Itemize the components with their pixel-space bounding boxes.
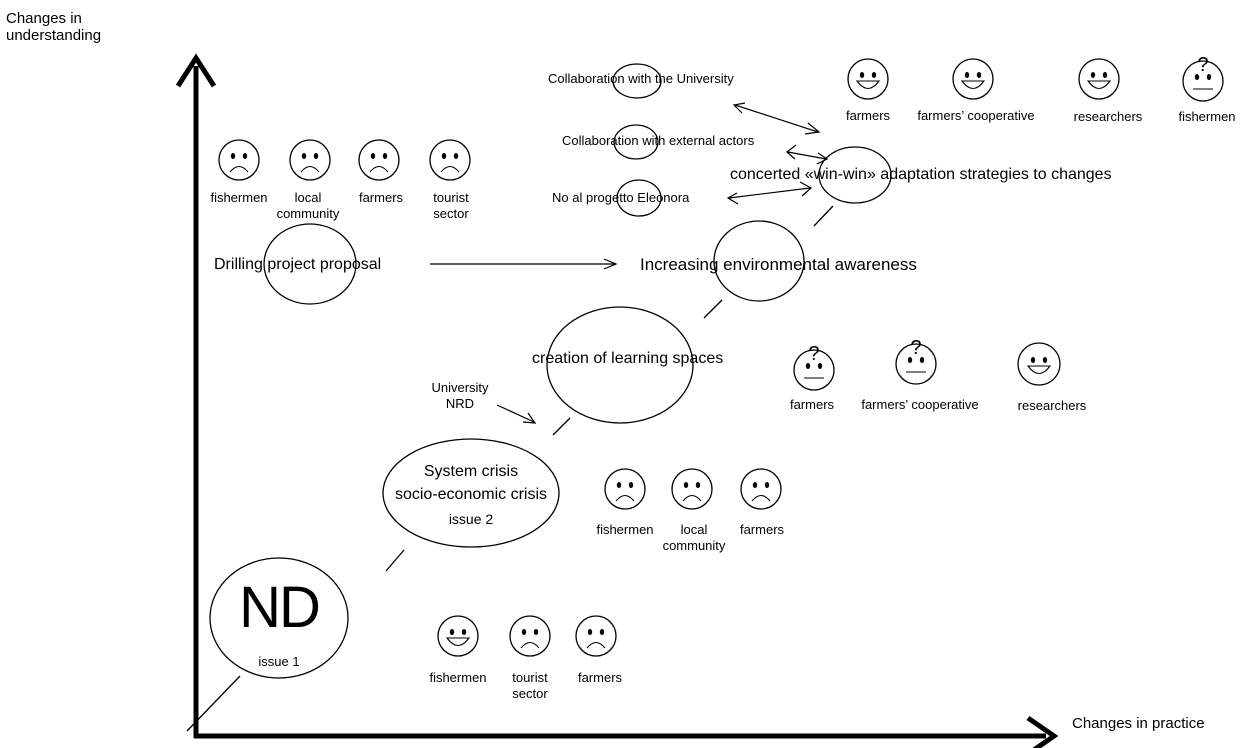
sad-face-icon [429,139,471,181]
uncertain-face-icon: ? [1182,54,1224,102]
no-progetto-label: No al progetto Eleonora [552,190,690,205]
actor-label: farmers’ cooperative [861,397,979,412]
actor-label: researchers [1073,109,1143,124]
concerted-node-ellipse [818,146,892,204]
nd-node-issue: issue 1 [258,654,300,669]
collab-ext-arrow [786,144,829,165]
nrd-arrow [496,404,537,424]
question-mark: ? [1197,54,1208,76]
no-progetto-arrow [726,181,813,205]
y-axis-label: Changes in understanding [6,10,102,45]
nd-node-title: ND [239,575,321,640]
sad-face-icon [604,468,646,510]
question-mark: ? [910,337,921,359]
actor-label: fishermen [210,190,268,205]
sad-face-icon [358,139,400,181]
drilling-node-label: Drilling project proposal [214,256,382,273]
sad-face-icon [740,468,782,510]
sad-face-icon [218,139,260,181]
sad-face-icon [289,139,331,181]
actor-label: farmers [358,190,404,205]
actor-label: farmers’ cooperative [917,108,1035,123]
sad-face-icon [575,615,617,657]
actor-label: farmers [739,522,785,537]
nd-node-ellipse [209,557,349,679]
actor-label: tourist sector [433,190,469,221]
drilling-node-ellipse [263,223,357,305]
crisis-node-line1: System crisis [423,463,519,480]
actor-label: researchers [1017,398,1087,413]
collab-univ-label: Collaboration with the University [548,71,734,86]
y-axis [175,53,217,738]
concerted-node-label: concerted «win-win» adaptation strategie… [730,166,1112,183]
collab-univ-arrow [732,102,821,135]
uncertain-face-icon: ? [895,337,937,385]
drilling-to-awareness-arrow [430,258,618,270]
happy-face-icon [847,58,889,100]
pathway-line [186,205,834,732]
happy-face-icon [1078,58,1120,100]
crisis-node-line2: socio-economic crisis [394,486,548,503]
actor-label: local community [276,190,340,221]
actor-label: fishermen [1178,109,1236,124]
actor-label: farmers [845,108,891,123]
x-axis [194,715,1059,748]
actor-label: fishermen [596,522,654,537]
happy-face-icon [1017,342,1061,386]
sad-face-icon [509,615,551,657]
awareness-node-ellipse [713,220,805,302]
collab-univ-ellipse [612,63,662,99]
university-nrd-label: University NRD [431,380,489,411]
no-progetto-ellipse [616,179,662,217]
actor-label: fishermen [429,670,487,685]
actor-label: farmers [577,670,623,685]
x-axis-label: Changes in practice [1072,715,1205,732]
actor-label: farmers [789,397,835,412]
collab-ext-ellipse [613,124,659,160]
uncertain-face-icon: ? [793,343,835,391]
actor-label: local community [662,522,726,553]
crisis-node-issue: issue 2 [448,511,494,527]
crisis-node-ellipse [382,438,560,548]
question-mark: ? [808,343,819,365]
awareness-node-label: Increasing environmental awareness [640,255,917,274]
happy-face-icon [952,58,994,100]
happy-face-icon [437,615,479,657]
sad-face-icon [671,468,713,510]
collab-ext-label: Collaboration with external actors [562,133,755,148]
learning-node-label: creation of learning spaces [532,350,724,367]
actor-label: tourist sector [512,670,548,701]
learning-node-ellipse [546,306,694,424]
